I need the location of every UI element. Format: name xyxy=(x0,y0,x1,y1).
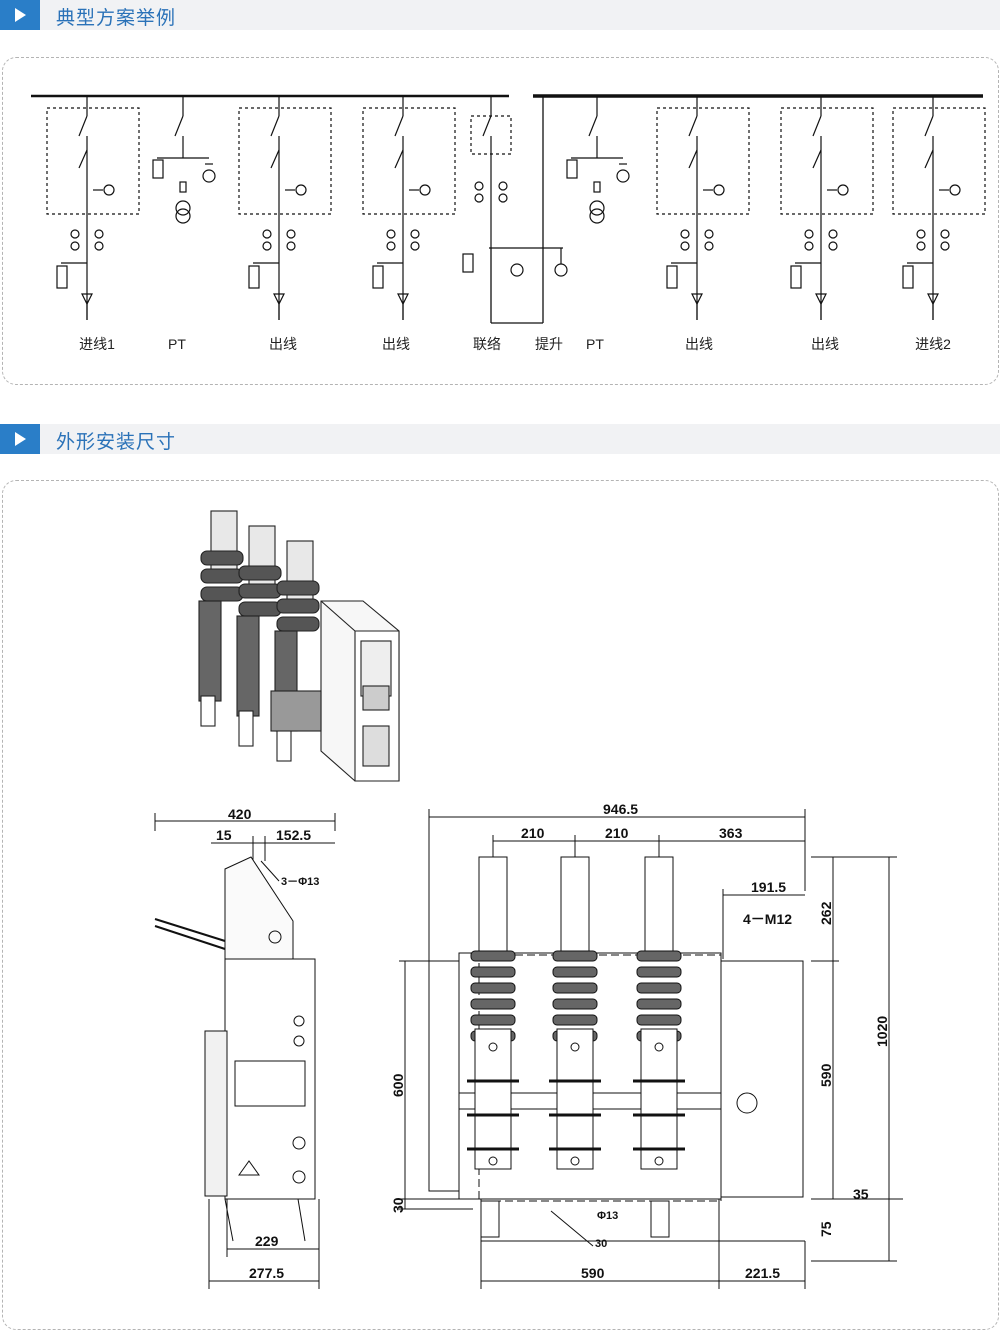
dim-front-590v: 590 xyxy=(818,1063,834,1087)
section-title: 典型方案举例 xyxy=(56,8,177,29)
dim-front-75: 75 xyxy=(818,1221,834,1237)
scheme-unit xyxy=(152,96,216,224)
dim-front-590h: 590 xyxy=(581,1265,605,1281)
section-header-schemes: 典型方案举例 xyxy=(0,0,1000,30)
dim-front-pitch-2: 210 xyxy=(605,825,629,841)
scheme-unit-label: 出线 xyxy=(269,336,297,352)
scheme-unit xyxy=(656,96,750,320)
dim-front-600: 600 xyxy=(390,1073,406,1097)
play-arrow-icon xyxy=(0,424,40,454)
section-header-dimensions: 外形安装尺寸 xyxy=(0,424,1000,454)
dim-detail-30: 30 xyxy=(595,1238,607,1250)
pole xyxy=(467,856,519,1170)
dim-front-262: 262 xyxy=(818,901,834,925)
scheme-unit-label: PT xyxy=(586,336,604,352)
dim-front-pitch-1: 210 xyxy=(521,825,545,841)
scheme-unit xyxy=(46,96,140,320)
schematic-panel: 进线1 PT 出线 出线 联络 提升 PT 出线 出线 进线2 xyxy=(2,57,999,385)
single-line-diagram: 进线1 PT 出线 出线 联络 提升 PT 出线 出线 进线2 xyxy=(31,94,986,352)
scheme-unit-label: 提升 xyxy=(535,336,563,352)
scheme-unit-label: 进线1 xyxy=(79,336,115,352)
dim-side-15: 15 xyxy=(216,827,232,843)
dim-detail-hole: Φ13 xyxy=(597,1210,618,1222)
scheme-unit xyxy=(780,96,874,320)
dim-front-191: 191.5 xyxy=(751,879,786,895)
dim-front-1020: 1020 xyxy=(874,1016,890,1047)
dim-front-30: 30 xyxy=(390,1197,406,1213)
scheme-unit-label: 联络 xyxy=(473,336,501,352)
outline-drawings: 420 15 152.5 3－Φ13 229 277.5 xyxy=(154,510,903,1289)
scheme-unit-label: 出线 xyxy=(382,336,410,352)
play-arrow-icon xyxy=(0,0,40,30)
scheme-unit-label: 进线2 xyxy=(915,336,951,352)
section-title: 外形安装尺寸 xyxy=(56,432,177,453)
scheme-unit xyxy=(362,96,456,320)
pole xyxy=(549,856,601,1170)
scheme-unit xyxy=(566,96,630,224)
dim-side-229: 229 xyxy=(255,1233,279,1249)
dim-front-bolt: 4－M12 xyxy=(743,911,792,927)
scheme-unit-label: 出线 xyxy=(685,336,713,352)
scheme-units xyxy=(46,96,986,320)
dim-front-35: 35 xyxy=(853,1186,869,1202)
dim-front-363: 363 xyxy=(719,825,743,841)
side-view xyxy=(154,813,336,1289)
dim-side-152: 152.5 xyxy=(276,827,311,843)
scheme-unit-label: PT xyxy=(168,336,186,352)
scheme-unit xyxy=(554,248,568,277)
dim-side-width: 420 xyxy=(228,806,252,822)
scheme-unit xyxy=(238,96,332,320)
dim-front-width: 946.5 xyxy=(603,801,638,817)
scheme-unit xyxy=(462,96,524,277)
scheme-unit-label: 出线 xyxy=(811,336,839,352)
dimension-panel: 420 15 152.5 3－Φ13 229 277.5 xyxy=(2,480,999,1330)
front-view-dimensions: 946.5 210 210 363 191.5 4－M12 262 1020 6… xyxy=(390,801,890,1281)
dim-front-221: 221.5 xyxy=(745,1265,780,1281)
dim-side-hole: 3－Φ13 xyxy=(281,876,319,888)
iso-view xyxy=(198,510,400,782)
pole xyxy=(633,856,685,1170)
dim-side-277: 277.5 xyxy=(249,1265,284,1281)
side-view-dimensions: 420 15 152.5 3－Φ13 229 277.5 xyxy=(216,806,319,1281)
scheme-unit xyxy=(892,96,986,320)
